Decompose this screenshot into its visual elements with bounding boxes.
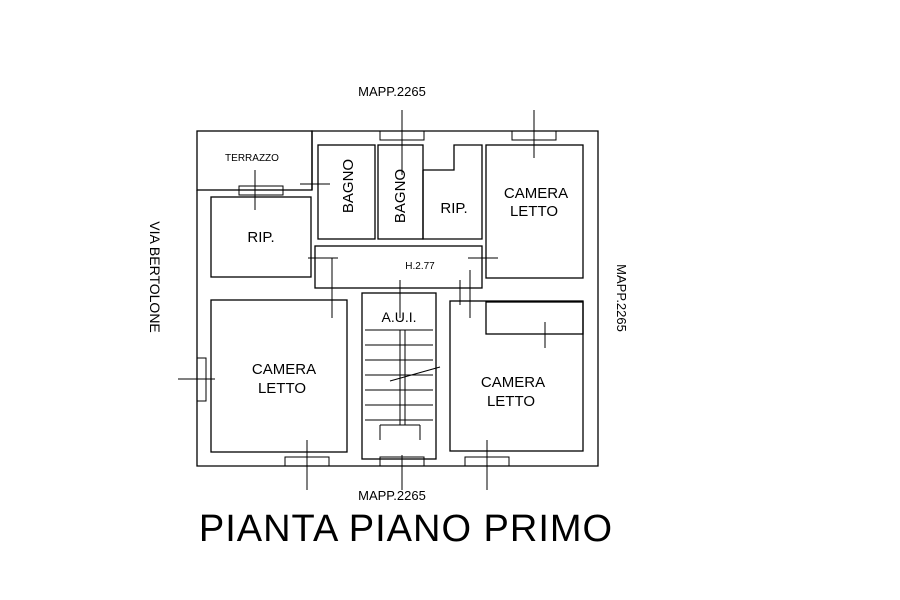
room-rip-small — [422, 144, 483, 240]
plan-title: PIANTA PIANO PRIMO — [198, 508, 614, 550]
label-mapp-bottom: MAPP.2265 — [358, 488, 426, 503]
room-camera-left — [210, 299, 348, 453]
label-aui: A.U.I. — [381, 309, 416, 325]
label-mapp-right: MAPP.2265 — [614, 264, 629, 332]
room-camera-bottom-right — [449, 300, 584, 452]
windows — [196, 130, 557, 467]
label-camera-tr-line2: LETTO — [510, 203, 558, 220]
rooms — [210, 144, 584, 460]
label-via-bertolone: VIA BERTOLONE — [147, 221, 163, 333]
room-bagno-1 — [317, 144, 376, 240]
section-marks — [178, 110, 546, 490]
label-camera-l-line1: CAMERA — [252, 361, 316, 378]
label-bagno-1: BAGNO — [340, 159, 357, 213]
label-height: H.2.77 — [405, 261, 435, 272]
label-terrazzo: TERRAZZO — [225, 153, 279, 164]
stair-well — [361, 292, 437, 460]
stairs — [365, 329, 441, 440]
label-camera-br-line1: CAMERA — [481, 374, 545, 391]
label-camera-tr-line1: CAMERA — [504, 185, 568, 202]
label-mapp-top: MAPP.2265 — [358, 84, 426, 99]
label-rip-small: RIP. — [440, 200, 467, 217]
label-rip-left: RIP. — [247, 229, 274, 246]
labels: MAPP.2265 MAPP.2265 MAPP.2265 VIA BERTOL… — [147, 84, 629, 503]
label-bagno-2: BAGNO — [392, 169, 409, 223]
closet-right — [485, 301, 584, 335]
label-camera-br-line2: LETTO — [487, 393, 535, 410]
room-rip-left — [210, 196, 312, 278]
corridor — [314, 245, 483, 289]
label-camera-l-line2: LETTO — [258, 380, 306, 397]
